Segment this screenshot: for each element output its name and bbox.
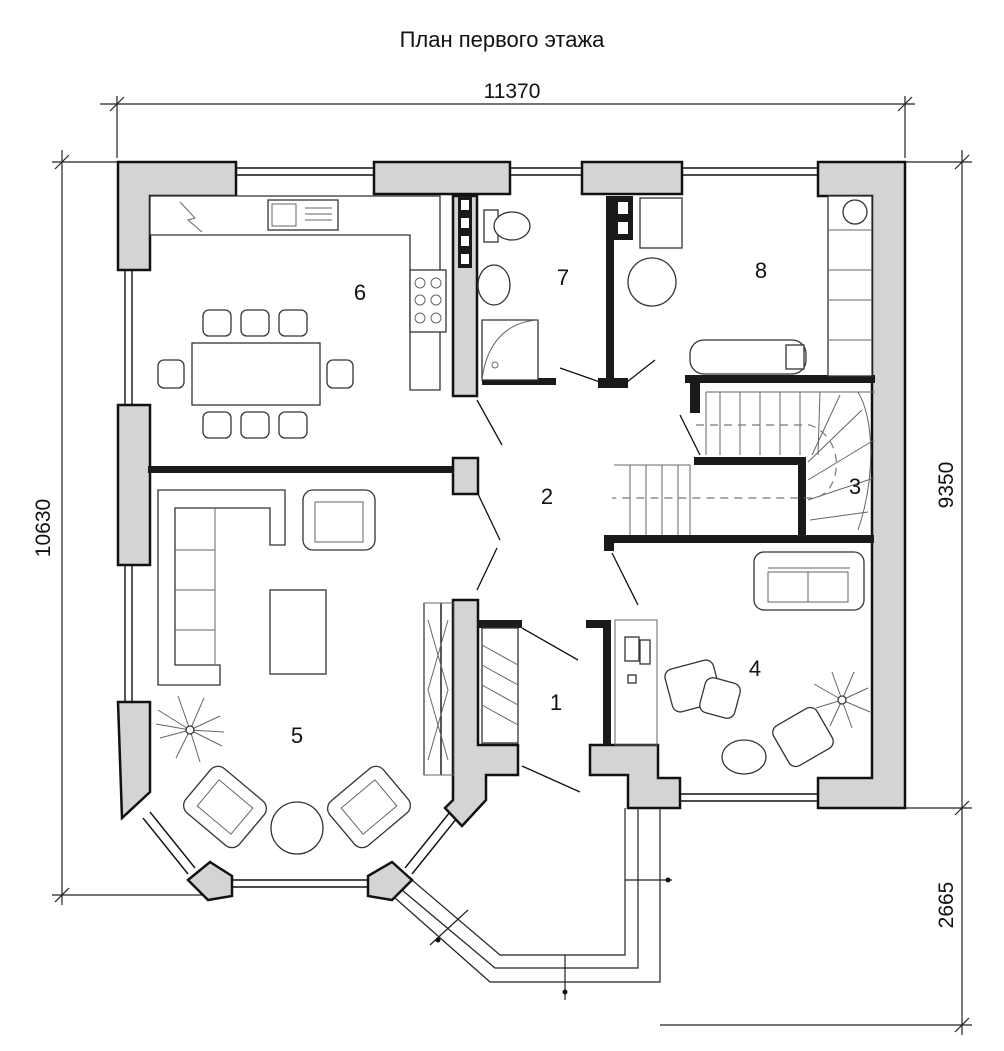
room-number-8: 8	[755, 258, 767, 283]
living-armchair-left	[182, 765, 268, 849]
room-number-5: 5	[291, 723, 303, 748]
dimension-left-label: 10630	[32, 499, 55, 557]
stair-treads	[629, 391, 875, 535]
dimension-left: 10630	[32, 150, 205, 905]
study-desk	[614, 619, 658, 746]
dimension-top-label: 11370	[484, 80, 541, 103]
room-number-1: 1	[550, 690, 562, 715]
plan-title: План первого этажа	[400, 27, 606, 52]
living-armchair-top	[302, 489, 376, 551]
study-sofa	[753, 551, 865, 611]
room-number-3: 3	[849, 474, 861, 499]
dining-table	[191, 342, 321, 406]
living-armchair-right	[326, 765, 412, 849]
dimension-top: 11370	[100, 80, 915, 158]
plant-study	[813, 671, 871, 729]
room-number-2: 2	[541, 484, 553, 509]
room-labels: 1 2 3 4 5 6 7 8	[291, 258, 861, 748]
study-chairs	[664, 659, 834, 768]
room-number-4: 4	[749, 656, 761, 681]
room-number-7: 7	[557, 265, 569, 290]
vestibule-wardrobe	[481, 627, 519, 744]
door-swings	[476, 359, 701, 793]
kitchen-counter	[149, 195, 447, 391]
dimension-right-main-label: 9350	[935, 462, 958, 509]
dining-chairs	[157, 309, 354, 439]
staircase	[612, 391, 875, 535]
coffee-table	[269, 589, 327, 675]
study-table	[721, 739, 767, 775]
round-table-living	[270, 801, 324, 855]
room-number-6: 6	[354, 280, 366, 305]
laundry-fixtures	[613, 195, 873, 377]
corner-sofa	[157, 489, 286, 686]
fireplace	[423, 602, 455, 776]
entrance-porch	[394, 808, 672, 1000]
bathroom-fixtures	[458, 196, 539, 381]
dimension-right-porch-label: 2665	[935, 882, 958, 929]
plant-living	[155, 695, 225, 763]
exterior-walls	[116, 160, 907, 902]
